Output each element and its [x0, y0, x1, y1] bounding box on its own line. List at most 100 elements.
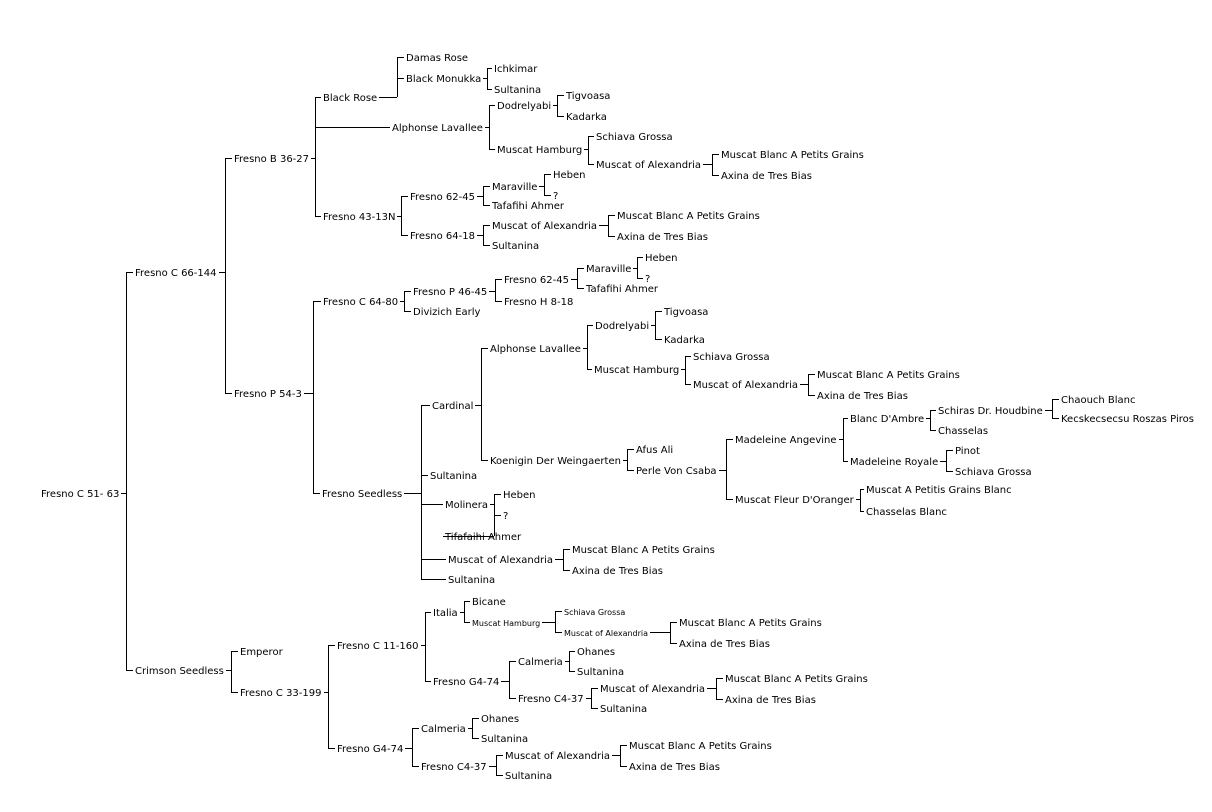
node-label-madeleine-royale-0-1-1-0-1-1-0-1: Madeleine Royale — [850, 457, 938, 468]
node-label-ohanes-1-1-0-1-0-0: Ohanes — [577, 647, 615, 658]
node-label-fresno-g4-74-1-1-0-1: Fresno G4-74 — [433, 677, 499, 688]
node-label-fresno-c-11-160-1-1-0: Fresno C 11-160 — [337, 641, 419, 652]
node-label-crimson-seedless-1: Crimson Seedless — [135, 666, 224, 677]
node-label-muscat-of-alexandria-1-1-0-0-1-1: Muscat of Alexandria — [564, 629, 648, 638]
node-label-muscat-fleur-d-oranger-0-1-1-0-1-1-1: Muscat Fleur D'Oranger — [735, 495, 855, 506]
node-label-tigvoasa-0-1-1-0-0-0-0: Tigvoasa — [663, 307, 708, 318]
node-label-heben-0-0-2-0-0-0: Heben — [553, 170, 586, 181]
node-label-fresno-c-66-144-0: Fresno C 66-144 — [135, 268, 217, 279]
node-label-blanc-d-ambre-0-1-1-0-1-1-0-0: Blanc D'Ambre — [850, 414, 924, 425]
node-label-muscat-blanc-a-petits-grains-1-1-0-1-1-0-0: Muscat Blanc A Petits Grains — [725, 674, 868, 685]
node-label-fresno-c4-37-1-1-0-1-1: Fresno C4-37 — [518, 694, 584, 705]
node-label-schiras-dr-houdbine-0-1-1-0-1-1-0-0-0: Schiras Dr. Houdbine — [938, 406, 1043, 417]
node-label-black-monukka-0-0-0-1: Black Monukka — [406, 74, 481, 85]
node-label-schiava-grossa-0-1-1-0-0-1-0: Schiava Grossa — [693, 352, 770, 363]
node-label-schiava-grossa-1-1-0-0-1-0: Schiava Grossa — [564, 608, 625, 617]
node-label-madeleine-angevine-0-1-1-0-1-1-0: Madeleine Angevine — [735, 435, 837, 446]
node-label-calmeria-1-1-1-0: Calmeria — [421, 724, 466, 735]
node-label-muscat-blanc-a-petits-grains-0-0-1-1-1-0: Muscat Blanc A Petits Grains — [721, 150, 864, 161]
node-label-muscat-blanc-a-petits-grains-0-0-2-1-0-0: Muscat Blanc A Petits Grains — [617, 211, 760, 222]
node-label-axina-de-tres-bias-1-1-0-1-1-0-1: Axina de Tres Bias — [725, 695, 816, 706]
node-label-axina-de-tres-bias-0-0-1-1-1-1: Axina de Tres Bias — [721, 171, 812, 182]
node-label-kadarka-0-0-1-0-1: Kadarka — [566, 112, 607, 123]
node-label-molinera-0-1-1-2: Molinera — [445, 500, 488, 511]
node-label-sultanina-0-0-0-1-1: Sultanina — [494, 85, 541, 96]
node-label-kadarka-0-1-1-0-0-0-1: Kadarka — [664, 335, 705, 346]
node-label-sultanina-0-0-2-1-1: Sultanina — [492, 241, 539, 252]
node-label-muscat-blanc-a-petits-grains-0-1-1-0-0-1-1-0: Muscat Blanc A Petits Grains — [817, 370, 960, 381]
node-label-ichkimar-0-0-0-1-0: Ichkimar — [494, 64, 538, 75]
node-label-sultanina-1-1-1-1-1: Sultanina — [505, 771, 552, 782]
node-label-muscat-of-alexandria-0-1-1-0-0-1-1: Muscat of Alexandria — [693, 380, 798, 391]
node-label-fresno-64-18-0-0-2-1: Fresno 64-18 — [410, 231, 475, 242]
node-label-dodrelyabi-0-0-1-0: Dodrelyabi — [497, 101, 551, 112]
node-label-muscat-hamburg-0-0-1-1: Muscat Hamburg — [497, 145, 582, 156]
node-label-alphonse-lavallee-0-1-1-0-0: Alphonse Lavallee — [490, 344, 581, 355]
node-label-dodrelyabi-0-1-1-0-0-0: Dodrelyabi — [595, 321, 649, 332]
node-label-heben-0-1-1-2-0: Heben — [503, 490, 536, 501]
node-label-italia-1-1-0-0: Italia — [433, 608, 458, 619]
node-label-fresno-b-36-27-0-0: Fresno B 36-27 — [234, 154, 309, 165]
node-label-schiava-grossa-0-1-1-0-1-1-0-1-1: Schiava Grossa — [955, 467, 1032, 478]
node-label-cardinal-0-1-1-0: Cardinal — [432, 401, 473, 412]
node-label-kecskecsecsu-roszas-piros-0-1-1-0-1-1-0-0-0-1: Kecskecsecsu Roszas Piros — [1061, 414, 1194, 425]
node-label-maraville-0-1-0-0-0-0: Maraville — [586, 264, 631, 275]
node-label-fresno-p-54-3-0-1: Fresno P 54-3 — [234, 389, 302, 400]
node-label-sultanina-1-1-0-1-0-1: Sultanina — [577, 667, 624, 678]
node-label-tafafihi-ahmer-0-1-0-0-0-1: Tafafihi Ahmer — [585, 284, 659, 295]
node-label-muscat-blanc-a-petits-grains-1-1-1-1-0-0: Muscat Blanc A Petits Grains — [629, 741, 772, 752]
node-label-perle-von-csaba-0-1-1-0-1-1: Perle Von Csaba — [636, 466, 717, 477]
node-label-damas-rose-0-0-0-0: Damas Rose — [406, 53, 468, 64]
node-label-koenigin-der-weingaerten-0-1-1-0-1: Koenigin Der Weingaerten — [490, 456, 621, 467]
node-label-maraville-0-0-2-0-0: Maraville — [492, 182, 537, 193]
node-label-heben-0-1-0-0-0-0-0: Heben — [645, 253, 678, 264]
node-label-calmeria-1-1-0-1-0: Calmeria — [518, 657, 563, 668]
node-label-muscat-blanc-a-petits-grains-1-1-0-0-1-1-0: Muscat Blanc A Petits Grains — [679, 618, 822, 629]
node-label-black-rose-0-0-0: Black Rose — [323, 93, 377, 104]
node-label-unknown-0-0-2-0-0-1: ? — [553, 191, 558, 202]
node-label-fresno-h-8-18-0-1-0-0-1: Fresno H 8-18 — [504, 297, 573, 308]
node-label-pinot-0-1-1-0-1-1-0-1-0: Pinot — [955, 446, 980, 457]
node-label-axina-de-tres-bias-1-1-1-1-0-1: Axina de Tres Bias — [629, 762, 720, 773]
node-label-fresno-c-33-199-1-1: Fresno C 33-199 — [240, 688, 322, 699]
node-label-tafafihi-ahmer-0-0-2-0-1: Tafafihi Ahmer — [491, 201, 565, 212]
node-label-muscat-a-petitis-grains-blanc-0-1-1-0-1-1-1-0: Muscat A Petitis Grains Blanc — [866, 485, 1012, 496]
node-label-fresno-c4-37-1-1-1-1: Fresno C4-37 — [421, 762, 487, 773]
node-label-fresno-g4-74-1-1-1: Fresno G4-74 — [337, 744, 403, 755]
node-label-sultanina-0-1-1-4: Sultanina — [448, 575, 495, 586]
node-label-muscat-of-alexandria-1-1-0-1-1-0: Muscat of Alexandria — [600, 684, 705, 695]
node-label-muscat-of-alexandria-1-1-1-1-0: Muscat of Alexandria — [505, 751, 610, 762]
node-label-muscat-blanc-a-petits-grains-0-1-1-3-0: Muscat Blanc A Petits Grains — [572, 545, 715, 556]
node-label-fresno-seedless-0-1-1: Fresno Seedless — [322, 489, 402, 500]
node-label-emperor-1-0: Emperor — [240, 647, 284, 658]
node-label-chaouch-blanc-0-1-1-0-1-1-0-0-0-0: Chaouch Blanc — [1061, 395, 1136, 406]
node-label-tifafaihi-ahmer-0-1-1-2-2: Tifafaihi Ahmer — [444, 532, 522, 543]
node-label-axina-de-tres-bias-0-1-1-3-1: Axina de Tres Bias — [572, 566, 663, 577]
node-label-fresno-43-13n-0-0-2: Fresno 43-13N — [323, 212, 395, 223]
node-label-sultanina-1-1-1-0-1: Sultanina — [481, 734, 528, 745]
node-label-muscat-of-alexandria-0-1-1-3: Muscat of Alexandria — [448, 555, 553, 566]
node-label-unknown-0-1-1-2-1: ? — [503, 511, 508, 522]
node-label-divizich-early-0-1-0-1: Divizich Early — [413, 307, 481, 318]
node-label-axina-de-tres-bias-0-1-1-0-0-1-1-1: Axina de Tres Bias — [817, 391, 908, 402]
node-label-muscat-hamburg-0-1-1-0-0-1: Muscat Hamburg — [594, 365, 679, 376]
node-label-fresno-c-64-80-0-1-0: Fresno C 64-80 — [323, 297, 398, 308]
node-label-schiava-grossa-0-0-1-1-0: Schiava Grossa — [596, 132, 673, 143]
node-label-axina-de-tres-bias-1-1-0-0-1-1-1: Axina de Tres Bias — [679, 639, 770, 650]
node-label-fresno-c-51-63-root: Fresno C 51- 63 — [41, 489, 119, 500]
node-label-muscat-of-alexandria-0-0-1-1-1: Muscat of Alexandria — [596, 160, 701, 171]
node-label-muscat-of-alexandria-0-0-2-1-0: Muscat of Alexandria — [492, 221, 597, 232]
node-label-fresno-p-46-45-0-1-0-0: Fresno P 46-45 — [413, 287, 487, 298]
node-label-chasselas-blanc-0-1-1-0-1-1-1-1: Chasselas Blanc — [866, 507, 947, 518]
node-label-muscat-hamburg-1-1-0-0-1: Muscat Hamburg — [472, 619, 540, 628]
node-label-tigvoasa-0-0-1-0-0: Tigvoasa — [565, 91, 610, 102]
node-label-axina-de-tres-bias-0-0-2-1-0-1: Axina de Tres Bias — [617, 232, 708, 243]
node-label-sultanina-1-1-0-1-1-1: Sultanina — [600, 704, 647, 715]
node-label-alphonse-lavallee-0-0-1: Alphonse Lavallee — [392, 123, 483, 134]
node-label-bicane-1-1-0-0-0: Bicane — [472, 597, 506, 608]
node-label-chasselas-0-1-1-0-1-1-0-0-1: Chasselas — [938, 426, 988, 437]
node-label-fresno-62-45-0-1-0-0-0: Fresno 62-45 — [504, 275, 569, 286]
node-label-unknown-0-1-0-0-0-0-1: ? — [645, 274, 650, 285]
node-label-fresno-62-45-0-0-2-0: Fresno 62-45 — [410, 192, 475, 203]
